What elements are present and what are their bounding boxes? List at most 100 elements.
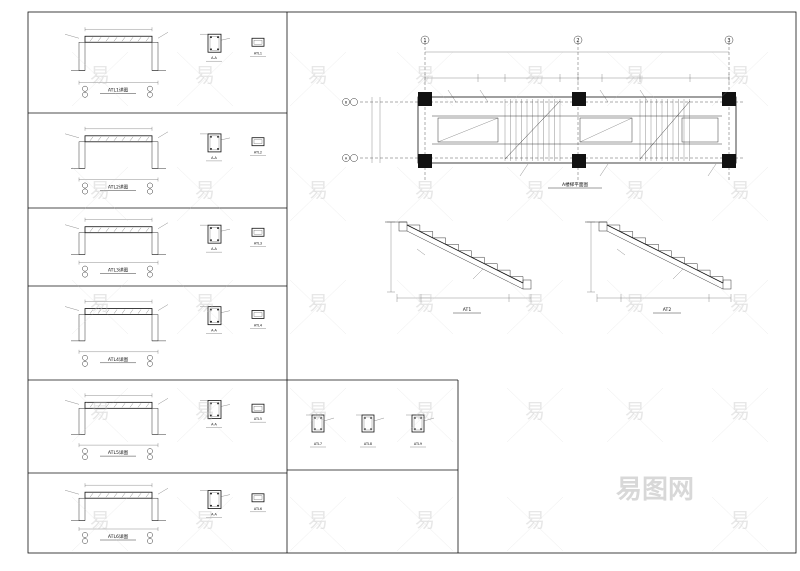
column xyxy=(722,92,736,106)
watermark-diagonal xyxy=(506,51,564,107)
rebar-dot xyxy=(217,492,219,495)
small-section-inner xyxy=(253,139,263,144)
section-outline xyxy=(207,306,222,326)
beam-hatch xyxy=(145,493,150,498)
beam-hatch xyxy=(105,136,110,141)
small-section xyxy=(251,37,265,47)
rebar-dot xyxy=(217,36,219,39)
beam-hatch xyxy=(89,227,94,232)
flight-arrow xyxy=(639,100,691,160)
watermark-diagonal xyxy=(396,387,454,443)
axis-bubble xyxy=(147,532,153,538)
watermark-logo: 易图网 xyxy=(616,475,694,505)
leader xyxy=(64,490,80,495)
top-beam xyxy=(398,221,408,232)
watermark-char: 易 xyxy=(730,291,750,315)
leader xyxy=(220,137,231,141)
support-right xyxy=(151,232,159,255)
axis-bubble xyxy=(82,354,88,361)
beam-hatch xyxy=(97,403,102,408)
leader xyxy=(157,398,169,405)
small-section-inner xyxy=(253,406,263,411)
bottom-beam xyxy=(522,279,532,290)
section-detail: A-A xyxy=(200,33,231,62)
watermark-diagonal xyxy=(71,496,129,552)
beam-hatch xyxy=(89,493,94,498)
rebar-dot xyxy=(217,320,219,323)
watermark-diagonal xyxy=(396,496,454,552)
watermark-diagonal xyxy=(711,387,769,443)
rebar-dot xyxy=(210,227,212,230)
stair-flight-1 xyxy=(504,99,561,161)
axis-label: 2 xyxy=(576,38,579,44)
stair-slab xyxy=(606,224,724,284)
beam-hatch xyxy=(105,37,110,42)
plan-title: A楼梯平面图 xyxy=(562,181,589,188)
beam-hatch xyxy=(113,403,118,408)
axis-bubble xyxy=(724,35,734,45)
support-left xyxy=(78,232,86,255)
beam-hatch xyxy=(105,403,110,408)
beam-hatch xyxy=(129,309,134,314)
beam-hatch xyxy=(145,403,150,408)
section-title: A-A xyxy=(211,513,217,517)
leader xyxy=(64,306,80,311)
section-title: A-A xyxy=(211,247,217,251)
support-right xyxy=(151,497,159,521)
small-section-title: ATL6 xyxy=(254,507,262,511)
support-left xyxy=(78,42,86,71)
small-section xyxy=(251,403,265,413)
axis-bubble xyxy=(82,85,88,92)
beam-title: ATL5详图 xyxy=(108,449,129,456)
beam-hatch xyxy=(137,493,142,498)
stair-title: AT1 xyxy=(463,307,472,313)
watermark-char: 易 xyxy=(525,178,545,202)
leader xyxy=(519,163,529,177)
beam-hatch xyxy=(89,136,94,141)
stair-elevation-1: AT1 xyxy=(385,221,532,314)
watermark-char: 易 xyxy=(730,508,750,532)
support-right xyxy=(151,408,159,435)
axis-bubble xyxy=(147,448,153,454)
beam-hatch xyxy=(137,403,142,408)
watermark-char: 易 xyxy=(195,508,215,532)
watermark-char: 易 xyxy=(195,63,215,87)
section-detail: A-A xyxy=(200,224,231,253)
watermark-char: 易 xyxy=(195,178,215,202)
watermark-char: 易 xyxy=(415,291,435,315)
watermark-diagonal xyxy=(506,496,564,552)
section-detail: A-A xyxy=(200,400,231,428)
small-section-inner xyxy=(253,40,263,45)
landing-mid xyxy=(579,117,633,143)
column xyxy=(722,154,736,168)
leader xyxy=(220,310,231,313)
support-right xyxy=(151,314,159,342)
rebar-dot xyxy=(210,320,212,323)
watermark-char: 易 xyxy=(308,291,328,315)
rebar-dot xyxy=(217,48,219,51)
beam-body xyxy=(84,491,153,499)
leader xyxy=(479,89,489,103)
beam-body xyxy=(84,35,153,43)
watermark-char: 易 xyxy=(90,508,110,532)
rebar-dot xyxy=(217,136,219,138)
watermark-layer: 易易易易易易易易易易易易易易易易易易易易易易易易易易易易易易易易易易易图网 xyxy=(71,51,769,552)
axis-bubble xyxy=(82,538,88,544)
stirrup xyxy=(209,402,220,417)
stirrup xyxy=(209,227,220,242)
section-title: A-A xyxy=(211,422,217,426)
small-section-title: ATL3 xyxy=(254,241,262,245)
watermark-char: 易 xyxy=(308,508,328,532)
watermark-char: 易 xyxy=(90,63,110,87)
watermark-char: 易 xyxy=(415,63,435,87)
support-left xyxy=(78,497,86,521)
leader xyxy=(220,404,231,407)
axis-bubble xyxy=(82,265,88,272)
leader xyxy=(157,32,169,39)
watermark-diagonal xyxy=(606,51,664,107)
plan-outline xyxy=(417,96,737,164)
section-outline xyxy=(361,414,375,433)
